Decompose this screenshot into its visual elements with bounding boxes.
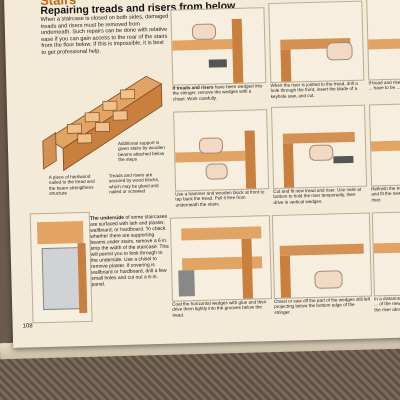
step-7-illustration — [169, 215, 273, 302]
step-9-illustration — [371, 211, 400, 297]
step-4-caption: Use a hammer and wooden block at front t… — [175, 189, 265, 208]
book-page: Stairs Repairing treads and risers from … — [4, 0, 400, 348]
caption-support: Additional support is given stairs by wo… — [117, 139, 165, 163]
step-4-illustration — [173, 109, 270, 192]
step-2-illustration — [268, 0, 365, 84]
step-1-caption: If treads and risers have been wedged in… — [172, 83, 263, 102]
step-2-caption: When the riser is jointed to the tread, … — [270, 80, 358, 99]
intro-paragraph: When a staircase is closed on both sides… — [40, 13, 169, 57]
step-6-illustration — [368, 103, 400, 187]
step-5-illustration — [270, 104, 368, 190]
step-3-caption: If tread and riser ... have to be ... — [368, 79, 400, 91]
step-8-caption: Chisel or saw off the part of the wedges… — [274, 296, 371, 315]
stair-framework-illustration — [42, 75, 163, 172]
caption-plywood: A piece of hardwood nailed to the tread … — [48, 173, 95, 197]
page-number: 108 — [22, 323, 33, 330]
step-8-illustration — [271, 212, 372, 300]
step-5-caption: Cut and fit new tread and riser. Use nai… — [273, 186, 362, 205]
step-9-caption: In a distance of ... of the new ... the … — [373, 295, 400, 313]
step-1-illustration — [170, 7, 267, 86]
step-6-caption: Refinish the tread and fit the new riser… — [371, 185, 400, 203]
underside-illustration — [29, 211, 93, 324]
caption-glue-blocks: Treads and risers are secured by wood bl… — [108, 172, 160, 195]
step-3-illustration — [366, 0, 400, 81]
step-7-caption: Coat the horizontal wedges with glue and… — [172, 299, 267, 318]
underside-text: The underside of some staircases are sur… — [89, 213, 169, 288]
